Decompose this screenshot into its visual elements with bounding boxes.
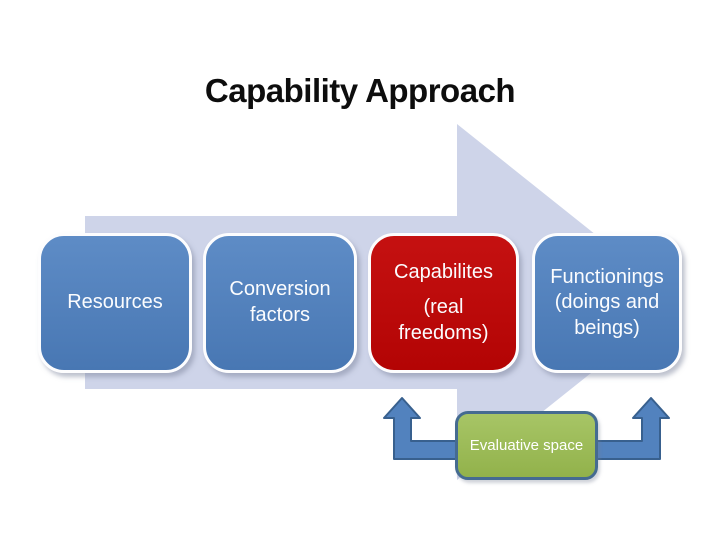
flow-box-capabilities-label: Capabilites: [394, 260, 493, 283]
evaluative-space-box: Evaluative space: [455, 411, 598, 480]
flow-box-functionings-label: Functionings (doings and beings): [550, 265, 664, 339]
up-arrow-left-icon: [383, 397, 459, 460]
flow-box-resources: Resources: [38, 233, 192, 373]
flow-box-capabilities: Capabilites (real freedoms): [368, 233, 519, 373]
evaluative-space-label: Evaluative space: [469, 437, 584, 454]
flow-box-conversion-factors-label: Conversion factors: [229, 278, 331, 326]
up-arrow-right-icon: [596, 397, 670, 460]
flow-box-conversion-factors: Conversion factors: [203, 233, 357, 373]
flow-box-resources-label: Resources: [67, 291, 163, 314]
flow-box-capabilities-sublabel: (real freedoms): [398, 296, 489, 344]
flow-box-functionings: Functionings (doings and beings): [532, 233, 682, 373]
page-title: Capability Approach: [204, 72, 516, 109]
